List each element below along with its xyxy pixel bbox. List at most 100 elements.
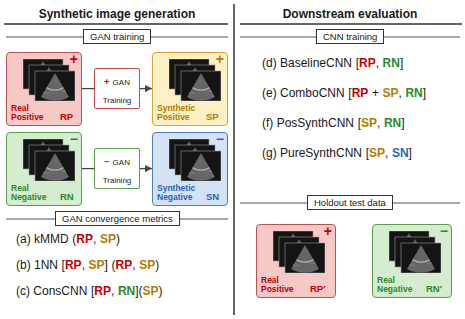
list-line: (b) 1NN[RP,SP](RP,SP): [16, 258, 159, 272]
set-code: RP: [76, 232, 93, 246]
image-set-box: + Synthetic PositiveSP: [152, 52, 228, 126]
banner-label: GAN convergence metrics: [62, 213, 173, 224]
set-code: RN′: [426, 284, 442, 294]
list-line: (g) PureSynthCNN [SP, SN]: [262, 146, 412, 160]
process-box: +GAN Training: [94, 68, 140, 109]
set-code: RP: [352, 86, 369, 100]
list-text: ): [155, 258, 159, 272]
set-code: SP: [139, 258, 155, 272]
list-text: (g) PureSynthCNN: [262, 146, 362, 160]
set-code: SN: [206, 192, 219, 202]
set-code: SP: [100, 232, 116, 246]
set-code: SP: [206, 112, 219, 122]
ultrasound-image-stack: [23, 139, 75, 181]
set-code: SP: [383, 86, 399, 100]
banner-label: CNN training: [323, 31, 377, 42]
set-name: Real Negative: [377, 276, 423, 294]
set-name: Real Positive: [261, 276, 307, 294]
class-sign: +: [70, 51, 78, 67]
list-line: (e) ComboCNN[RP+ SP,RN]: [262, 86, 426, 100]
list-text: ]: [423, 86, 426, 100]
ultrasound-image-stack: [273, 231, 325, 273]
class-sign: −: [216, 131, 224, 147]
image-set-box: + Real PositiveRP′: [256, 224, 336, 298]
title-underline: [240, 23, 462, 25]
set-name: Real Positive: [11, 104, 57, 122]
list-text: (d) BaselineCNN: [262, 56, 352, 70]
set-code: SP: [361, 116, 377, 130]
flow-arrow: [140, 88, 152, 89]
list-text: ]: [105, 258, 108, 272]
list-text: (b) 1NN: [16, 258, 58, 272]
list-line: (a) kMMD(RP,SP): [16, 232, 120, 246]
ultrasound-image-stack: [389, 231, 441, 273]
section-banner: GAN convergence metrics: [55, 211, 180, 226]
set-code: RP: [65, 258, 82, 272]
image-set-box: − Synthetic NegativeSN: [152, 132, 228, 206]
title-underline: [4, 23, 228, 25]
list-text: +: [372, 86, 379, 100]
banner-label: Holdout test data: [314, 197, 386, 208]
list-text: ,: [111, 284, 114, 298]
set-code: SP: [89, 258, 105, 272]
list-text: [: [348, 86, 351, 100]
list-text: (c) ConsCNN: [16, 284, 87, 298]
section-title: Downstream evaluation: [283, 7, 418, 21]
class-sign: −: [440, 223, 448, 239]
image-set-box: −Real NegativeRN: [6, 132, 82, 206]
set-code: SP: [369, 146, 385, 160]
flow-arrow: [82, 168, 94, 169]
set-name: Synthetic Negative: [157, 184, 203, 202]
set-code: RN: [405, 86, 422, 100]
section-banner: Holdout test data: [307, 195, 393, 210]
list-text: ]: [135, 284, 138, 298]
list-text: ]: [401, 116, 404, 130]
set-name: Real Negative: [11, 184, 57, 202]
list-line: (c) ConsCNN[RP,RN](SP): [16, 284, 163, 298]
list-text: ,: [385, 146, 388, 160]
set-code: RN: [384, 116, 401, 130]
set-code: RP: [359, 56, 376, 70]
flow-arrow: [140, 168, 152, 169]
class-sign: +: [324, 223, 332, 239]
list-text: ,: [399, 86, 402, 100]
list-text: [: [62, 258, 65, 272]
set-code: RN: [383, 56, 400, 70]
set-code: SP: [143, 284, 159, 298]
panel-divider: [233, 4, 235, 315]
image-set-box: + Real PositiveRP: [6, 52, 82, 126]
list-text: (e) ComboCNN: [262, 86, 345, 100]
list-text: [: [91, 284, 94, 298]
list-text: (: [72, 232, 76, 246]
ultrasound-image-stack: [169, 59, 221, 101]
process-box: −GAN Training: [94, 148, 140, 189]
list-text: (f) PosSynthCNN: [262, 116, 354, 130]
list-text: ): [159, 284, 163, 298]
set-code: RP: [60, 112, 73, 122]
image-set-box: − Real NegativeRN′: [372, 224, 452, 298]
class-sign: +: [216, 51, 224, 67]
list-line: (d) BaselineCNN [RP, RN]: [262, 56, 403, 70]
list-text: ]: [400, 56, 403, 70]
list-text: (a) kMMD: [16, 232, 69, 246]
set-code: RP: [94, 284, 111, 298]
set-name: Synthetic Positive: [157, 104, 203, 122]
set-code: RN: [118, 284, 135, 298]
list-text: ]: [409, 146, 412, 160]
section-banner: CNN training: [316, 29, 384, 44]
list-text: [: [358, 116, 361, 130]
list-text: ,: [376, 56, 379, 70]
section-title: Synthetic image generation: [39, 7, 196, 21]
list-text: ,: [82, 258, 85, 272]
list-text: ,: [132, 258, 135, 272]
list-text: [: [356, 56, 359, 70]
section-banner: GAN training: [83, 29, 151, 44]
list-text: [: [366, 146, 369, 160]
set-code: RP′: [310, 284, 325, 294]
list-text: ,: [93, 232, 96, 246]
set-code: RN: [60, 192, 74, 202]
ultrasound-image-stack: [23, 59, 75, 101]
set-code: SN: [392, 146, 409, 160]
list-text: ,: [377, 116, 380, 130]
class-sign: −: [104, 156, 110, 167]
